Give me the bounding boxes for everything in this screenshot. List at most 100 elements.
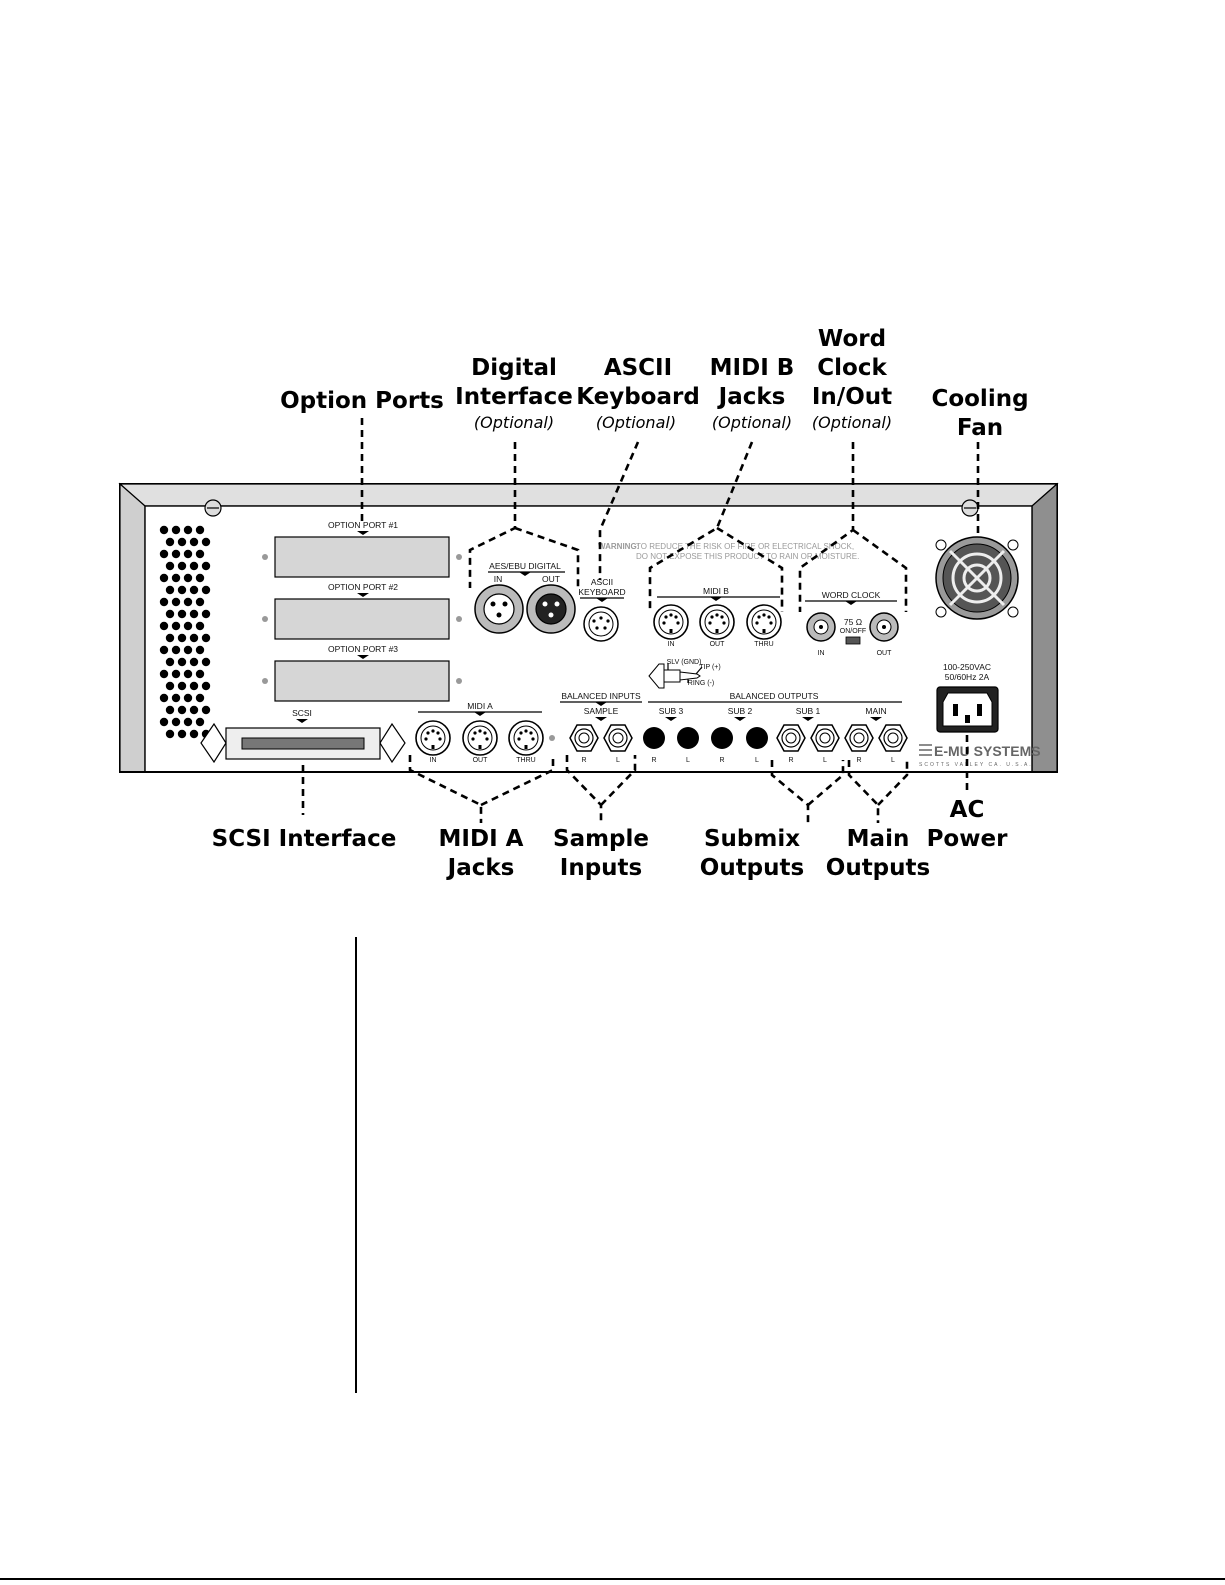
balanced-inputs-label: BALANCED INPUTS bbox=[561, 691, 641, 701]
word-clock-out-label: OUT bbox=[877, 650, 893, 657]
ac-power-section: 100-250VAC 50/60Hz 2A bbox=[936, 662, 999, 733]
vent-hole bbox=[159, 525, 169, 535]
midi-b-in-jack[interactable] bbox=[653, 604, 689, 640]
vent-hole bbox=[165, 585, 175, 595]
leader-lines bbox=[301, 418, 980, 823]
vent-hole bbox=[201, 561, 211, 571]
sub2-label: SUB 2 bbox=[728, 706, 753, 716]
word-clock-label: WORD CLOCK bbox=[822, 590, 881, 600]
vent-hole bbox=[189, 561, 199, 571]
vent-hole bbox=[171, 645, 181, 655]
midi-b-thru-jack[interactable] bbox=[746, 604, 782, 640]
vent-hole bbox=[177, 561, 187, 571]
vent-hole bbox=[177, 609, 187, 619]
vent-hole bbox=[171, 621, 181, 631]
sub1-right-jack[interactable] bbox=[776, 724, 806, 752]
callout-sample-inputs-2: Inputs bbox=[560, 855, 642, 881]
on-off-label: ON/OFF bbox=[840, 628, 866, 635]
callout-word-clock-1: Word bbox=[818, 326, 886, 352]
callout-main-outputs-2: Outputs bbox=[826, 855, 930, 881]
midi-b-label: MIDI B bbox=[703, 586, 729, 596]
vent-hole bbox=[159, 669, 169, 679]
tip-label: TIP (+) bbox=[699, 664, 720, 671]
aes-ebu-digital-section: AES/EBU DIGITAL IN OUT bbox=[474, 561, 576, 634]
vent-hole bbox=[189, 729, 199, 739]
screw-icon bbox=[961, 499, 979, 517]
option-port-1: OPTION PORT #1 bbox=[262, 520, 462, 578]
warning-line-2: DO NOT EXPOSE THIS PRODUCT TO RAIN OR MO… bbox=[636, 552, 859, 561]
channel-label: R bbox=[651, 757, 656, 764]
vent-hole bbox=[195, 573, 205, 583]
callout-word-clock-2: Clock bbox=[817, 355, 887, 381]
vent-hole bbox=[165, 561, 175, 571]
callout-submix-outputs-2: Outputs bbox=[700, 855, 804, 881]
callout-midi-b-jacks-1: MIDI B bbox=[710, 355, 795, 381]
footer-rule bbox=[0, 1578, 1225, 1580]
vent-hole bbox=[159, 717, 169, 727]
warning-line-1: TO REDUCE THE RISK OF FIRE OR ELECTRICAL… bbox=[636, 542, 854, 551]
vent-hole bbox=[201, 681, 211, 691]
vent-hole bbox=[189, 609, 199, 619]
option-port-3-label: OPTION PORT #3 bbox=[328, 644, 398, 654]
vent-hole bbox=[159, 597, 169, 607]
vent-hole bbox=[171, 717, 181, 727]
warning-label: WARNING: bbox=[598, 542, 639, 551]
balanced-io-labels: BALANCED INPUTS SAMPLE BALANCED OUTPUTS … bbox=[560, 691, 902, 721]
ac-inlet[interactable] bbox=[936, 686, 999, 733]
sleeve-label: SLV (GND) bbox=[667, 659, 702, 666]
vent-hole bbox=[183, 669, 193, 679]
midi-a-thru-jack[interactable] bbox=[508, 720, 544, 756]
callout-ac-power-1: AC bbox=[950, 797, 985, 823]
sample-input-left-jack[interactable] bbox=[603, 724, 633, 752]
main-right-jack[interactable] bbox=[844, 724, 874, 752]
midi-b-section: MIDI B bbox=[657, 586, 780, 601]
vent-hole bbox=[171, 525, 181, 535]
margin-rule bbox=[355, 937, 357, 1393]
sample-input-right-jack[interactable] bbox=[569, 724, 599, 752]
balanced-outputs-label: BALANCED OUTPUTS bbox=[730, 691, 819, 701]
sub3-right-plug bbox=[643, 727, 665, 749]
midi-a-in-jack[interactable] bbox=[415, 720, 451, 756]
midi-a-label: MIDI A bbox=[467, 701, 493, 711]
vent-hole bbox=[201, 705, 211, 715]
vent-hole bbox=[189, 585, 199, 595]
callouts-top: Option Ports Digital Interface (Optional… bbox=[280, 326, 1028, 441]
brand-logo: E-MU SYSTEMS SCOTTS VALLEY CA. U.S.A. bbox=[919, 743, 1041, 768]
vent-hole bbox=[165, 633, 175, 643]
vent-hole bbox=[171, 549, 181, 559]
callout-digital-interface-optional: (Optional) bbox=[474, 413, 554, 432]
xlr-out-jack[interactable] bbox=[526, 584, 576, 634]
channel-label: R bbox=[719, 757, 724, 764]
midi-a-out-jack[interactable] bbox=[462, 720, 498, 756]
vent-hole bbox=[183, 717, 193, 727]
word-clock-out-jack[interactable] bbox=[869, 612, 899, 642]
callout-midi-b-jacks-2: Jacks bbox=[717, 384, 786, 410]
ascii-keyboard-jack[interactable] bbox=[583, 606, 619, 642]
trs-plug-diagram: SLV (GND) TIP (+) RING (-) bbox=[648, 659, 721, 689]
main-left-jack[interactable] bbox=[878, 724, 908, 752]
callout-ascii-keyboard-2: Keyboard bbox=[576, 384, 700, 410]
word-clock-in-label: IN bbox=[818, 650, 825, 657]
channel-label: L bbox=[616, 757, 620, 764]
word-clock-in-jack[interactable] bbox=[806, 612, 836, 642]
termination-switch[interactable] bbox=[845, 636, 861, 645]
brand-location: SCOTTS VALLEY CA. U.S.A. bbox=[919, 762, 1033, 768]
xlr-in-jack[interactable] bbox=[474, 584, 524, 634]
sub1-left-jack[interactable] bbox=[810, 724, 840, 752]
midi-b-out-jack[interactable] bbox=[699, 604, 735, 640]
vent-hole bbox=[189, 705, 199, 715]
channel-label: L bbox=[823, 757, 827, 764]
vent-hole bbox=[195, 717, 205, 727]
vent-hole bbox=[159, 621, 169, 631]
vent-hole bbox=[165, 537, 175, 547]
midi-a-section: MIDI A bbox=[418, 701, 542, 716]
callout-digital-interface-1: Digital bbox=[471, 355, 557, 381]
frequency-label: 50/60Hz 2A bbox=[945, 672, 990, 682]
aes-in-label: IN bbox=[494, 574, 503, 584]
vent-hole bbox=[171, 669, 181, 679]
vent-hole bbox=[183, 525, 193, 535]
midi-b-out-label: OUT bbox=[710, 641, 726, 648]
sub1-label: SUB 1 bbox=[796, 706, 821, 716]
channel-label: R bbox=[788, 757, 793, 764]
sample-label: SAMPLE bbox=[584, 706, 619, 716]
